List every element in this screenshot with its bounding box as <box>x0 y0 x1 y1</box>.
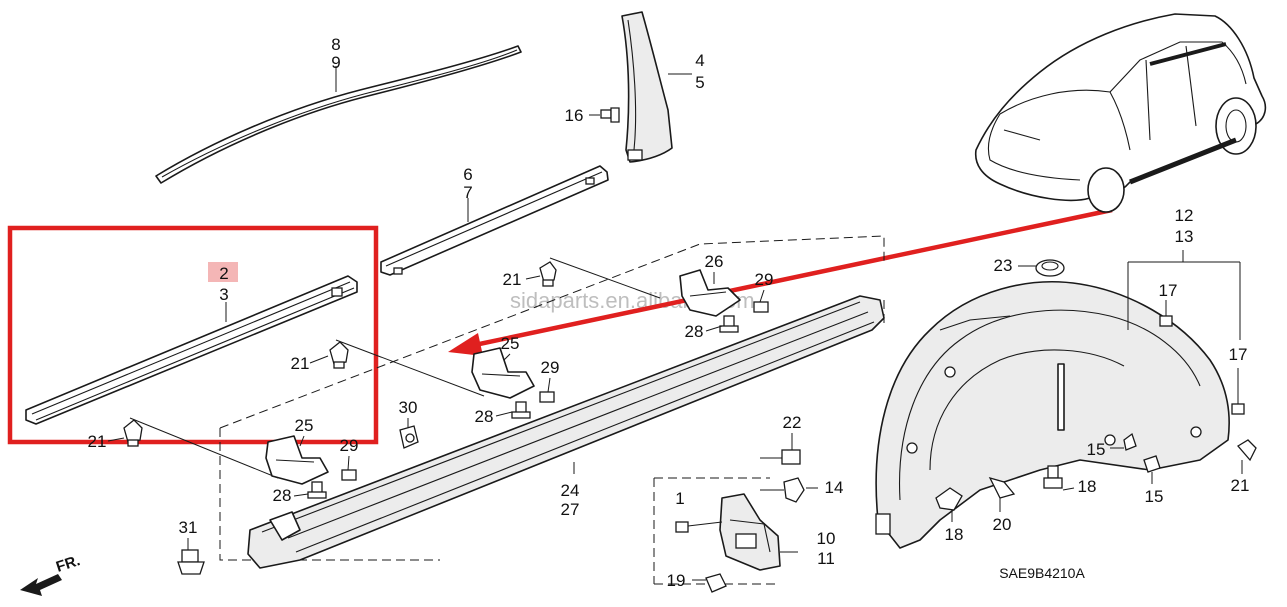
callout-label: 18 <box>1078 477 1097 496</box>
callout-label: 15 <box>1087 440 1106 459</box>
screw-18-icon <box>1043 465 1063 489</box>
callout-label: 1 <box>675 489 684 508</box>
callout-label: 26 <box>705 252 724 271</box>
callout-label: 21 <box>1231 476 1250 495</box>
callout-label: 31 <box>179 518 198 537</box>
callout-label: 22 <box>783 413 802 432</box>
callout-label: 16 <box>565 106 584 125</box>
grommet-23-icon <box>1018 259 1065 277</box>
screw-28-icon <box>511 401 531 419</box>
screw-28-icon <box>307 481 327 499</box>
callout-label: 28 <box>475 407 494 426</box>
clip-17-icon <box>1159 300 1173 327</box>
callout-label: 20 <box>993 515 1012 534</box>
callout-label: 30 <box>399 398 418 417</box>
callout-label: 14 <box>825 478 844 497</box>
car-illustration <box>974 13 1267 213</box>
clip-21-icon <box>123 419 143 447</box>
front-door-molding <box>25 275 358 425</box>
door-molding <box>380 165 609 276</box>
mud-guard <box>719 493 781 571</box>
grommet-30-icon <box>399 425 419 449</box>
callout-label: 4 <box>695 51 704 70</box>
bracket-26-icon <box>679 269 741 317</box>
callout-label: 13 <box>1175 227 1194 246</box>
wheel-well-liner <box>875 281 1230 549</box>
clip-guide-lines <box>129 257 661 479</box>
callout-label: 29 <box>340 436 359 455</box>
callout-label: 27 <box>561 500 580 519</box>
pillar-garnish <box>621 11 673 163</box>
callout-label: 7 <box>463 183 472 202</box>
callout-label: 29 <box>755 270 774 289</box>
callout-label: 15 <box>1145 487 1164 506</box>
front-indicator-label: FR. <box>54 552 82 576</box>
callout-label: 21 <box>291 354 310 373</box>
bracket-25-icon <box>265 435 329 485</box>
callout-label: 29 <box>541 358 560 377</box>
nut-29-icon <box>539 391 555 403</box>
leader-12-13 <box>1127 250 1241 340</box>
bracket-25-icon <box>471 347 535 399</box>
screw-28-icon <box>719 315 739 333</box>
callout-label: 3 <box>219 285 228 304</box>
nut-1-icon <box>675 521 723 533</box>
clip-21-icon <box>1237 439 1257 474</box>
callout-label: 9 <box>331 53 340 72</box>
pointer-arrow <box>448 207 1113 356</box>
diagram-code: SAE9B4210A <box>999 565 1085 581</box>
screw-20-icon <box>988 476 1016 512</box>
callout-label: 17 <box>1229 345 1248 364</box>
callout-label: 28 <box>685 322 704 341</box>
callout-label: 28 <box>273 486 292 505</box>
callout-label: 25 <box>501 334 520 353</box>
nut-29-icon <box>753 301 769 313</box>
side-sill-garnish <box>247 295 885 569</box>
callout-label: 21 <box>503 270 522 289</box>
roof-molding <box>155 45 522 184</box>
callout-label: 23 <box>994 256 1013 275</box>
callout-leaders <box>107 272 1075 550</box>
screw-18-icon <box>935 487 963 522</box>
clip-22-icon <box>760 449 801 465</box>
callout-label: 5 <box>695 73 704 92</box>
callout-label: 2 <box>219 264 228 283</box>
nut-29-icon <box>341 469 357 481</box>
highlight-box <box>7 225 379 445</box>
screw-19-icon <box>692 573 727 593</box>
clip-16-icon <box>600 107 620 123</box>
screw-31-icon <box>177 549 205 575</box>
clip-15-icon <box>1110 432 1137 451</box>
clip-21-icon <box>329 341 349 369</box>
callout-label: 8 <box>331 35 340 54</box>
callout-label: 25 <box>295 416 314 435</box>
callout-label: 12 <box>1175 206 1194 225</box>
front-arrow-icon <box>20 574 62 596</box>
clip-14-icon <box>760 477 805 503</box>
clip-21-icon <box>539 261 557 287</box>
clip-15-icon <box>1143 455 1161 484</box>
callout-label: 19 <box>667 571 686 590</box>
callout-labels: 8 9 4 5 16 6 7 2 3 21 26 29 28 21 25 29 … <box>88 35 1250 590</box>
callout-label: 18 <box>945 525 964 544</box>
label-highlight <box>208 262 238 282</box>
callout-label: 17 <box>1159 281 1178 300</box>
clip-17-icon <box>1231 368 1245 415</box>
callout-label: 10 <box>817 529 836 548</box>
callout-label: 6 <box>463 165 472 184</box>
callout-label: 24 <box>561 481 580 500</box>
callout-label: 11 <box>817 549 835 568</box>
sill-group-outline <box>219 235 885 561</box>
callout-label: 21 <box>88 432 107 451</box>
